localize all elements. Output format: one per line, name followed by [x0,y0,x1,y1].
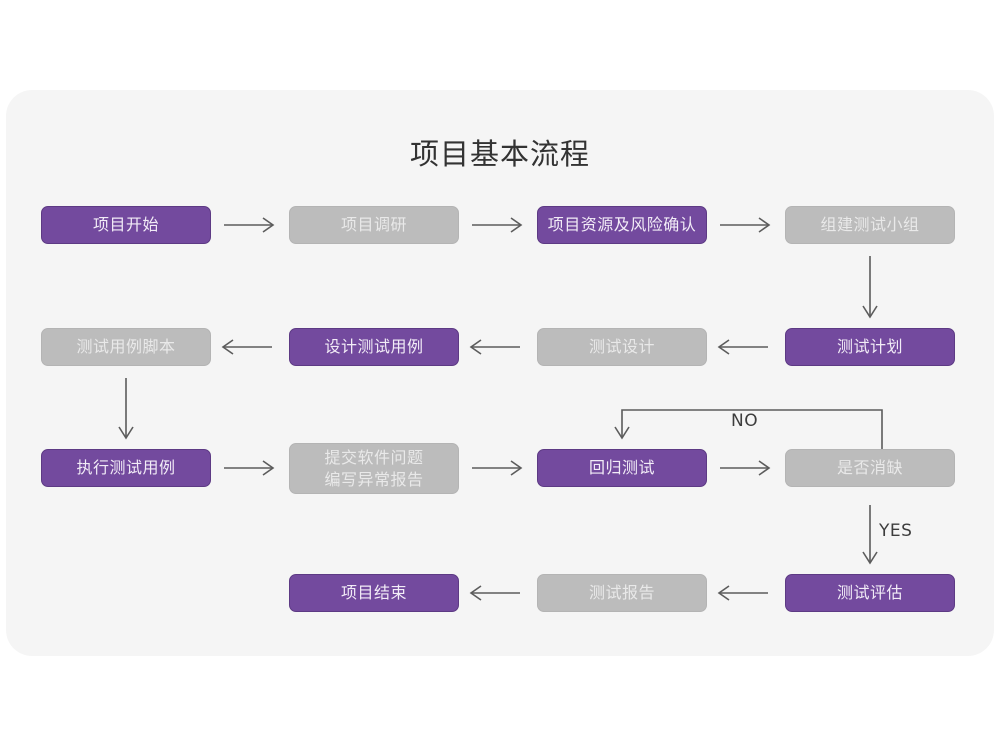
node-test-case-script[interactable]: 测试用例脚本 [41,328,211,366]
node-test-plan[interactable]: 测试计划 [785,328,955,366]
node-project-end[interactable]: 项目结束 [289,574,459,612]
node-defects-cleared-decision[interactable]: 是否消缺 [785,449,955,487]
node-project-research[interactable]: 项目调研 [289,206,459,244]
node-test-design[interactable]: 测试设计 [537,328,707,366]
page-title: 项目基本流程 [409,137,590,171]
node-project-start[interactable]: 项目开始 [41,206,211,244]
edge-label-yes: YES [879,521,913,541]
node-test-report[interactable]: 测试报告 [537,574,707,612]
node-form-test-team[interactable]: 组建测试小组 [785,206,955,244]
node-design-test-cases[interactable]: 设计测试用例 [289,328,459,366]
node-test-evaluation[interactable]: 测试评估 [785,574,955,612]
node-resource-risk-confirm[interactable]: 项目资源及风险确认 [537,206,707,244]
node-execute-test-cases[interactable]: 执行测试用例 [41,449,211,487]
edge-label-no: NO [731,411,759,431]
node-submit-defects-report[interactable]: 提交软件问题 编写异常报告 [289,443,459,494]
node-regression-test[interactable]: 回归测试 [537,449,707,487]
diagram-panel [6,90,994,656]
